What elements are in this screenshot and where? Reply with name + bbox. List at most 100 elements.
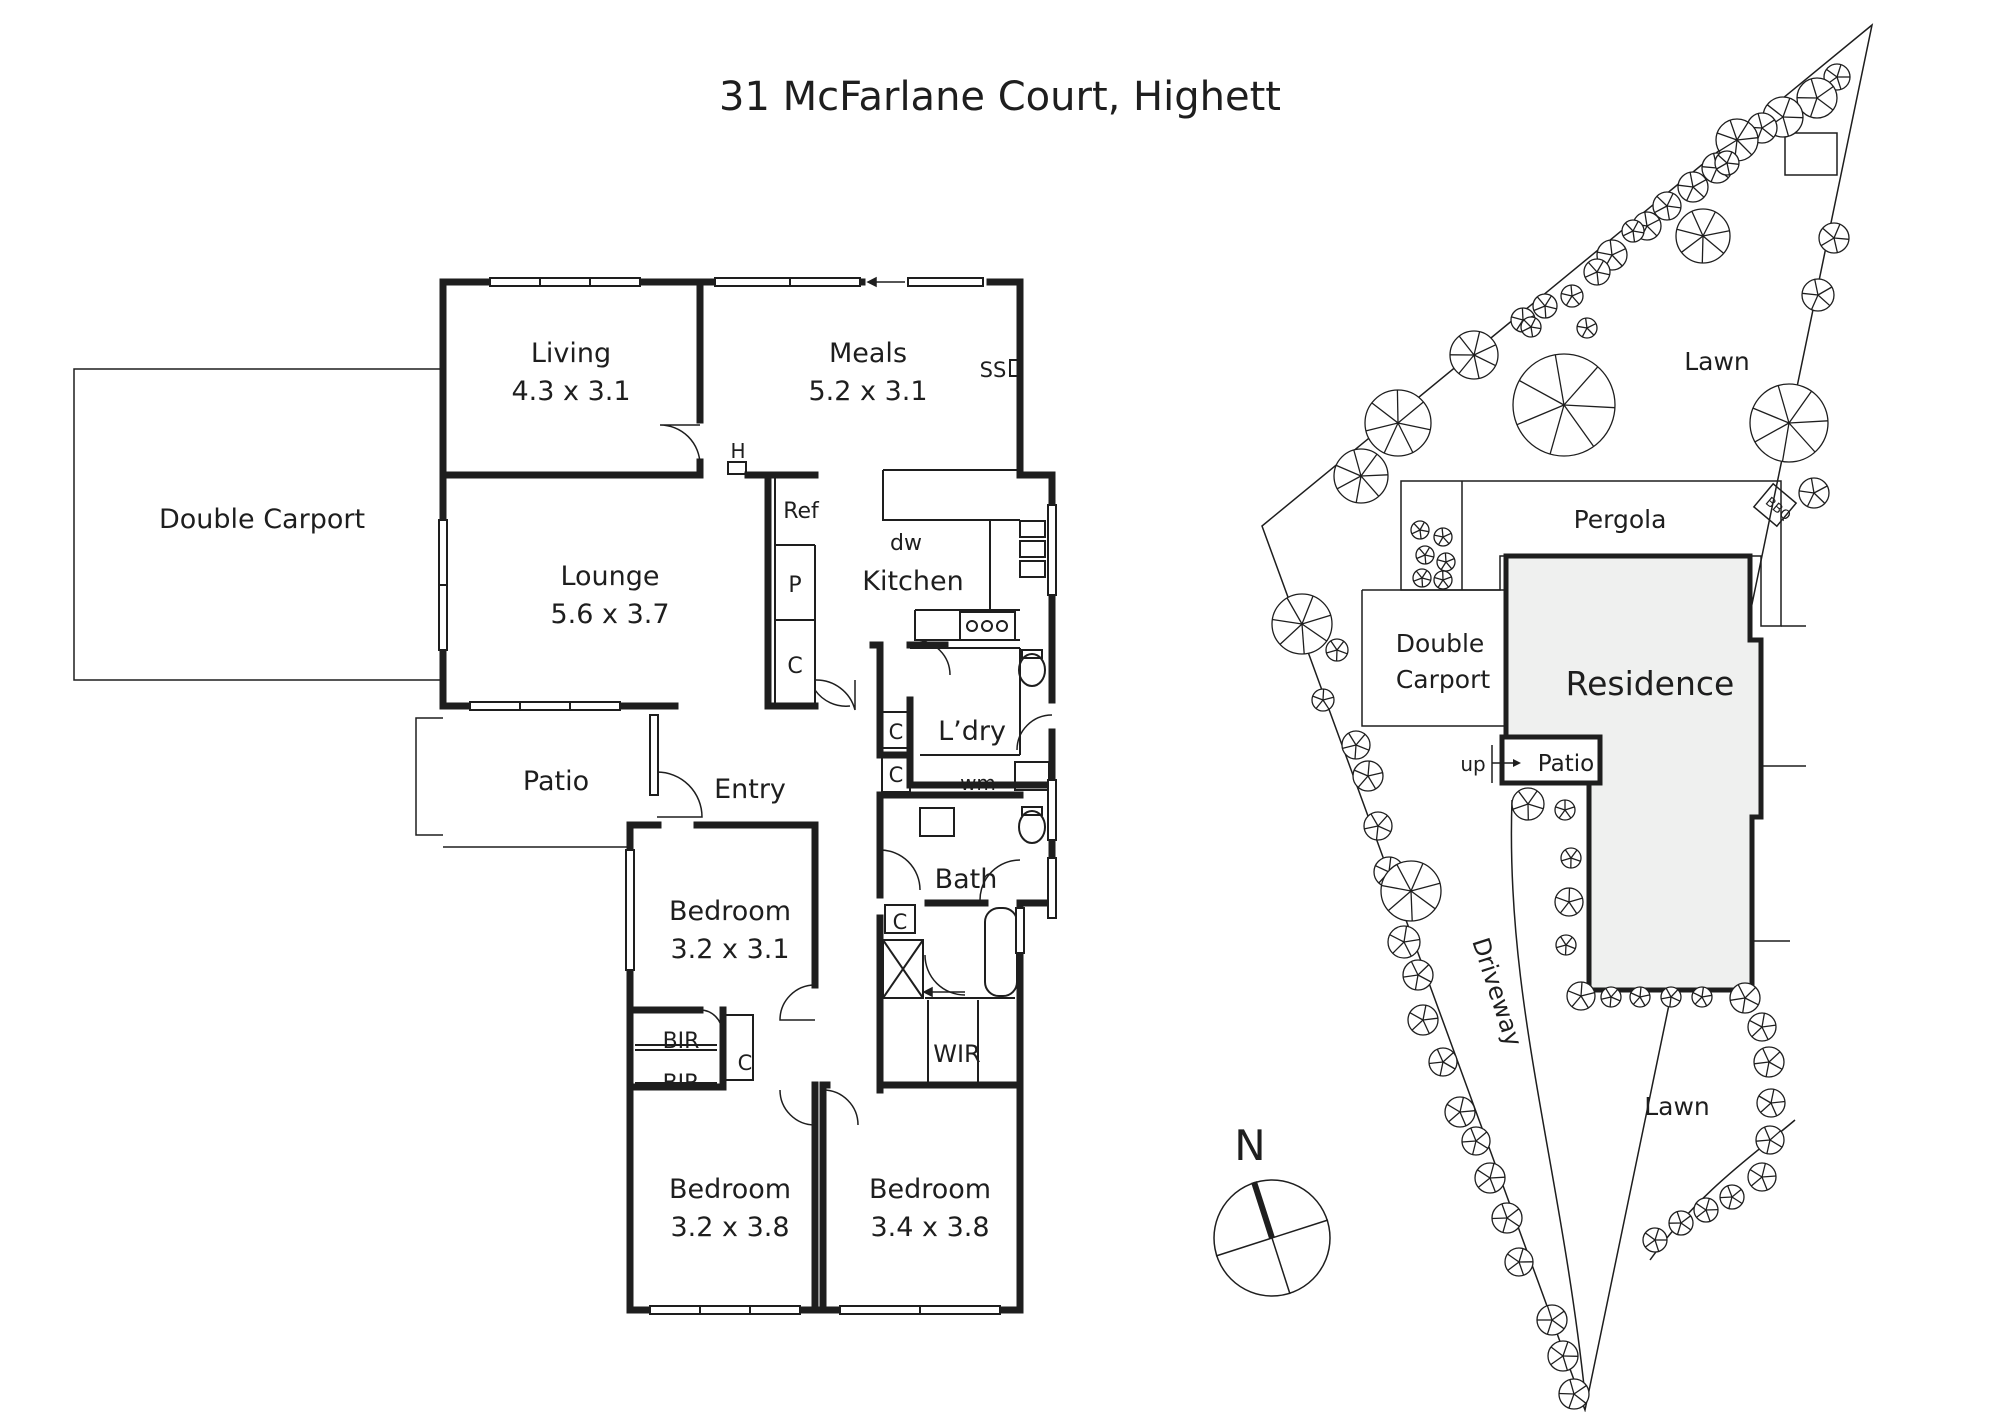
tree-icon — [1341, 730, 1371, 760]
tree-icon — [1511, 787, 1545, 821]
tree-icon — [1428, 1047, 1458, 1077]
label-cupboard-laundry-2: C — [889, 763, 904, 787]
tree-icon — [1410, 520, 1430, 540]
tree-icon — [1352, 760, 1384, 792]
tree-icon — [1753, 1046, 1785, 1078]
tree-icon — [1536, 1304, 1568, 1336]
carport-outline — [73, 368, 443, 681]
label-dw: dw — [890, 531, 922, 556]
label-bbq: BBQ — [1762, 495, 1793, 525]
label-up: up — [1460, 752, 1485, 776]
tree-icon — [1461, 1126, 1491, 1156]
tree-icon — [1520, 316, 1542, 338]
label-bath: Bath — [935, 864, 998, 895]
label-wir: WIR — [933, 1040, 980, 1068]
tree-icon — [1749, 383, 1829, 463]
floor-plan — [73, 276, 1057, 1315]
label-site-patio: Patio — [1538, 751, 1594, 777]
label-bedroom-3-size: 3.4 x 3.8 — [870, 1212, 989, 1243]
label-lounge-size: 5.6 x 3.7 — [550, 599, 669, 630]
north-arrow-icon: N — [1213, 1121, 1331, 1297]
label-bedroom-3: Bedroom — [869, 1174, 991, 1205]
tree-icon — [1444, 1096, 1476, 1128]
tree-icon — [1474, 1162, 1506, 1194]
tree-icon — [1796, 77, 1838, 119]
tree-icon — [1583, 258, 1611, 286]
tree-icon — [1621, 219, 1645, 243]
label-living-size: 4.3 x 3.1 — [511, 376, 630, 407]
doors — [656, 424, 1053, 1126]
trees — [1271, 63, 1851, 1410]
tree-icon — [1402, 959, 1434, 991]
tree-icon — [1755, 1125, 1785, 1155]
tree-icon — [1719, 1184, 1745, 1210]
site-plan-labels: Lawn Pergola BBQ Double Carport Residenc… — [1396, 347, 1794, 1121]
tree-icon — [1415, 545, 1435, 565]
label-cupboard-bath: C — [893, 910, 908, 934]
tree-icon — [1714, 150, 1740, 176]
tree-icon — [1433, 527, 1453, 547]
label-site-carport-1: Double — [1396, 629, 1485, 658]
sliding-door-arrow — [866, 276, 965, 998]
label-bedroom-1-size: 3.2 x 3.1 — [670, 934, 789, 965]
label-kitchen: Kitchen — [862, 566, 963, 597]
label-entry: Entry — [714, 774, 786, 805]
tree-icon — [1560, 847, 1582, 869]
tree-icon — [1693, 1197, 1719, 1223]
label-meals: Meals — [829, 338, 907, 369]
tree-icon — [1325, 638, 1349, 662]
tree-icon — [1660, 986, 1682, 1008]
label-patio: Patio — [523, 766, 589, 797]
label-pantry: P — [788, 573, 801, 598]
tree-icon — [1311, 688, 1335, 712]
patio-outline — [415, 717, 630, 848]
label-bedroom-1: Bedroom — [669, 896, 791, 927]
label-bir-1: BIR — [663, 1029, 700, 1054]
tree-icon — [1729, 982, 1761, 1014]
tree-icon — [1504, 1247, 1534, 1277]
tree-icon — [1547, 1340, 1579, 1372]
tree-icon — [1675, 208, 1731, 264]
tree-icon — [1801, 278, 1835, 312]
tree-icon — [1407, 1004, 1439, 1036]
label-living: Living — [531, 338, 611, 369]
label-ss: SS — [980, 358, 1007, 382]
label-site-carport-2: Carport — [1396, 665, 1490, 694]
site-plan — [1261, 23, 1874, 1412]
label-bir-2: BIR — [663, 1071, 700, 1096]
tree-icon — [1554, 887, 1584, 917]
tree-icon — [1554, 799, 1576, 821]
label-north: N — [1234, 1121, 1265, 1170]
tree-icon — [1555, 934, 1577, 956]
tree-icon — [1652, 191, 1682, 221]
label-double-carport: Double Carport — [159, 504, 365, 535]
label-heater: H — [730, 439, 745, 463]
tree-icon — [1600, 986, 1622, 1008]
label-ref: Ref — [783, 499, 820, 524]
tree-icon — [1629, 986, 1651, 1008]
tree-icon — [1532, 293, 1558, 319]
label-laundry: L’dry — [938, 716, 1006, 747]
tree-icon — [1747, 1162, 1777, 1192]
tree-icon — [1449, 330, 1499, 380]
label-cupboard-bedroom: C — [738, 1051, 753, 1075]
tree-icon — [1512, 353, 1616, 457]
tree-icon — [1818, 222, 1850, 254]
tree-icon — [1558, 1378, 1590, 1410]
label-cupboard-laundry-1: C — [889, 720, 904, 744]
tree-icon — [1566, 981, 1596, 1011]
tree-icon — [1668, 1210, 1694, 1236]
label-cupboard-kitchen: C — [787, 654, 802, 679]
tree-icon — [1677, 171, 1709, 203]
tree-icon — [1412, 568, 1432, 588]
tree-icon — [1491, 1202, 1523, 1234]
floor-plan-labels: Double Carport Living 4.3 x 3.1 Meals 5.… — [159, 338, 1006, 1243]
label-lounge: Lounge — [560, 561, 659, 592]
tree-icon — [1756, 1088, 1786, 1118]
label-driveway: Driveway — [1466, 934, 1527, 1050]
window-mullions — [439, 278, 921, 1314]
label-lawn-bottom: Lawn — [1644, 1092, 1710, 1121]
label-bedroom-2-size: 3.2 x 3.8 — [670, 1212, 789, 1243]
tree-icon — [1436, 552, 1456, 572]
